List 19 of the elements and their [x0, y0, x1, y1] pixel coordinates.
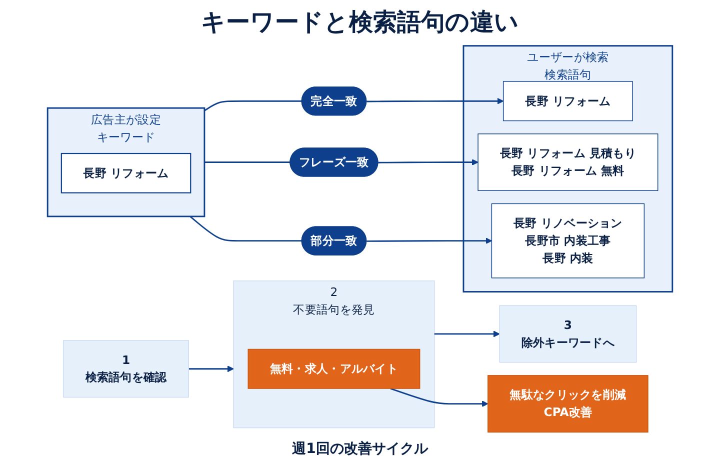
connector [204, 100, 302, 112]
node-box: 長野 リフォーム 見積もり 長野 リフォーム 無料 [478, 134, 658, 191]
node-box: 長野 リノベーション 長野市 内装工事 長野 内装 [491, 203, 645, 278]
node-box: 3 除外キーワードへ [499, 305, 637, 363]
section-heading: 週1回の改善サイクル [292, 440, 428, 458]
node-box: 長野 リフォーム [502, 81, 633, 122]
connector [190, 216, 302, 242]
node-box: 長野 リフォーム [60, 152, 192, 194]
arrow [188, 366, 234, 372]
node-box: 無駄なクリックを削減 CPA改善 [488, 375, 648, 433]
arrow [390, 388, 488, 407]
node-box: 1 検索語句を確認 [63, 340, 189, 398]
connector [204, 162, 290, 163]
arrow [366, 98, 504, 104]
arrow [434, 330, 500, 338]
arrow [366, 238, 492, 244]
diagram-title: キーワードと検索語句の違い [201, 7, 519, 38]
arrow [378, 159, 478, 166]
node-box: 無料・求人・アルバイト [248, 348, 420, 389]
